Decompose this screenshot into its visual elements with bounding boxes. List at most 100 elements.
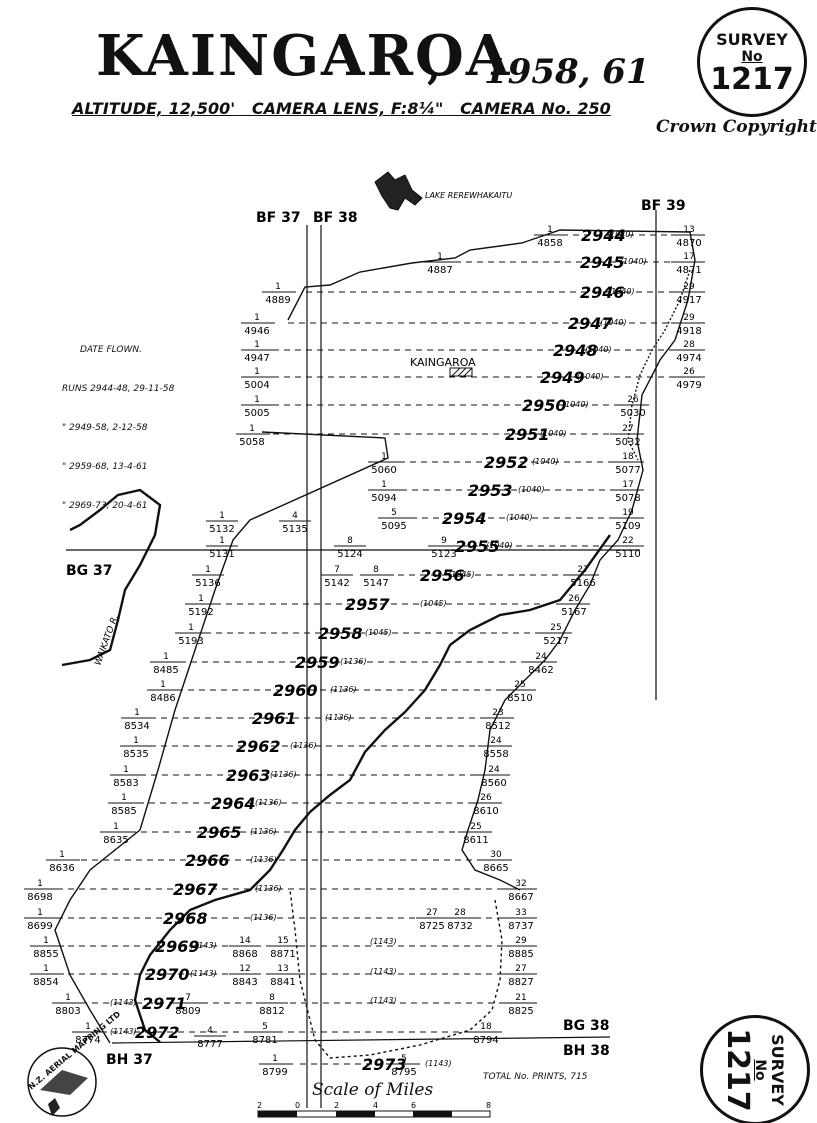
end-frame-run: 33 (515, 908, 526, 918)
end-frame-number: 8665 (483, 863, 508, 874)
end-frame-number: 8794 (473, 1035, 498, 1046)
start-frame-number: 8855 (33, 949, 58, 960)
date-flown-box: DATE FLOWN. RUNS 2944-48, 29-11-58 " 294… (62, 318, 174, 539)
start-frame-run: 1 (160, 680, 166, 690)
start-frame-number: 5060 (371, 465, 396, 476)
end-frame-number: 5030 (620, 408, 645, 419)
run-altitude: (1040) (620, 257, 647, 266)
run-number: 2949 (540, 368, 585, 387)
end-frame-run: 27 (577, 565, 588, 575)
end-frame-run: 26 (627, 395, 639, 405)
extra-frame-run: 28 (454, 908, 466, 918)
grid-label-bf38: BF 38 (313, 210, 358, 226)
start-frame-run: 1 (43, 936, 49, 946)
grid-label-bg37: BG 37 (66, 563, 113, 579)
kaingaroa-town-marker (449, 367, 473, 377)
extra-frames: 1513245135151318512415136751421488681588… (172, 511, 476, 1050)
date-flown-row: " 2949-58, 2-12-58 (62, 423, 148, 433)
end-frame-run: 19 (622, 508, 634, 518)
scale-segment (336, 1111, 375, 1117)
start-frame-run: 1 (254, 340, 260, 350)
end-frame-number: 8825 (508, 1006, 533, 1017)
start-frame-run: 1 (37, 908, 43, 918)
date-flown-row: " 2969-73, 20-4-61 (62, 501, 148, 511)
start-frame-number: 8635 (103, 835, 128, 846)
run-number: 2973 (362, 1055, 407, 1074)
run-number: 2970 (145, 965, 190, 984)
start-frame-run: 9 (441, 536, 447, 546)
run-number: 2969 (155, 937, 200, 956)
end-frame-run: 17 (683, 252, 694, 262)
extra-frame-number: 8812 (259, 1006, 284, 1017)
end-frame-run: 29 (683, 282, 695, 292)
run-number: 2959 (295, 653, 340, 672)
scale-title: Scale of Miles (312, 1080, 434, 1100)
logo-plane-icon (40, 1070, 88, 1095)
start-frame-number: 8535 (123, 749, 148, 760)
end-frame-run: 25 (514, 680, 525, 690)
end-frame-number: 8885 (508, 949, 533, 960)
logo-nz-icon (48, 1098, 60, 1116)
scale-tick: 8 (486, 1101, 491, 1110)
end-frame-run: 28 (683, 340, 695, 350)
end-frame-number: 8512 (485, 721, 510, 732)
grid-lines (66, 210, 657, 1108)
run-altitude: (1136) (255, 798, 282, 807)
start-frame-run: 1 (272, 1054, 278, 1064)
extra-frame-run: 4 (292, 511, 298, 521)
start-frame-number: 5147 (363, 578, 388, 589)
extra-frame-run: 1 (219, 511, 225, 521)
end-frame-run: 24 (535, 652, 547, 662)
scale-ticks: 2 0 2 4 6 8 (257, 1101, 491, 1110)
altitude-spec: ALTITUDE, 12,500' (72, 99, 236, 118)
start-frame-run: 1 (113, 822, 119, 832)
run-number: 2957 (345, 595, 390, 614)
title-comma: , (427, 42, 441, 89)
end-frame-number: 8462 (528, 665, 553, 676)
start-frame-run: 1 (59, 850, 65, 860)
run-number: 2954 (442, 509, 487, 528)
end-frame-number: 4871 (676, 265, 701, 276)
end-frame-run: 24 (488, 765, 500, 775)
end-frame-run: 26 (568, 594, 580, 604)
run-altitude: (1040) (562, 400, 589, 409)
lens-spec: CAMERA LENS, F:8¼" (251, 99, 444, 118)
end-frame-run: 27 (515, 964, 526, 974)
grid-label-bh38: BH 38 (563, 1043, 610, 1059)
extra-frame-number: 5132 (209, 524, 234, 535)
grid-label-bf39: BF 39 (641, 198, 686, 214)
run-altitude: (1143) (110, 998, 137, 1007)
grid-label-bh37: BH 37 (106, 1052, 153, 1068)
camera-specs: ALTITUDE, 12,500' CAMERA LENS, F:8¼" CAM… (72, 99, 611, 118)
run-altitude: (1143) (425, 1059, 452, 1068)
run-altitude: (1143) (190, 941, 217, 950)
end-frame-run: 29 (683, 313, 695, 323)
start-frame-run: 1 (254, 395, 260, 405)
survey-boundary (54, 229, 696, 1044)
start-frame-number: 8698 (27, 892, 52, 903)
run-altitude: (1040) (540, 429, 567, 438)
end-frame-number: 8827 (508, 977, 533, 988)
map-title: KAINGAROA (96, 23, 512, 89)
start-frame-number: 8583 (113, 778, 138, 789)
extra-frame-number: 8781 (252, 1035, 277, 1046)
extra-frame-run: 1 (205, 565, 211, 575)
run-number: 2964 (211, 794, 256, 813)
start-frame-run: 1 (547, 225, 553, 235)
run-number: 2967 (173, 880, 218, 899)
end-frame-run: 29 (515, 936, 527, 946)
end-frame-run: 13 (683, 225, 694, 235)
scale-tick: 4 (373, 1101, 378, 1110)
end-frame-number: 4870 (676, 238, 701, 249)
scale-bar: 2 0 2 4 6 8 (257, 1101, 491, 1118)
run-altitude: (1143) (110, 1027, 137, 1036)
run-altitude: (1136) (250, 855, 277, 864)
scale-tick: 0 (295, 1101, 300, 1110)
end-frame-number: 5109 (615, 521, 640, 532)
town-hatch (463, 367, 473, 377)
extra-frame-run: 7 (334, 565, 340, 575)
start-frame-number: 4947 (244, 353, 269, 364)
run-altitude: (1045) (365, 628, 392, 637)
end-frame-run: 27 (622, 424, 633, 434)
waikato-river-upper (61, 488, 162, 667)
